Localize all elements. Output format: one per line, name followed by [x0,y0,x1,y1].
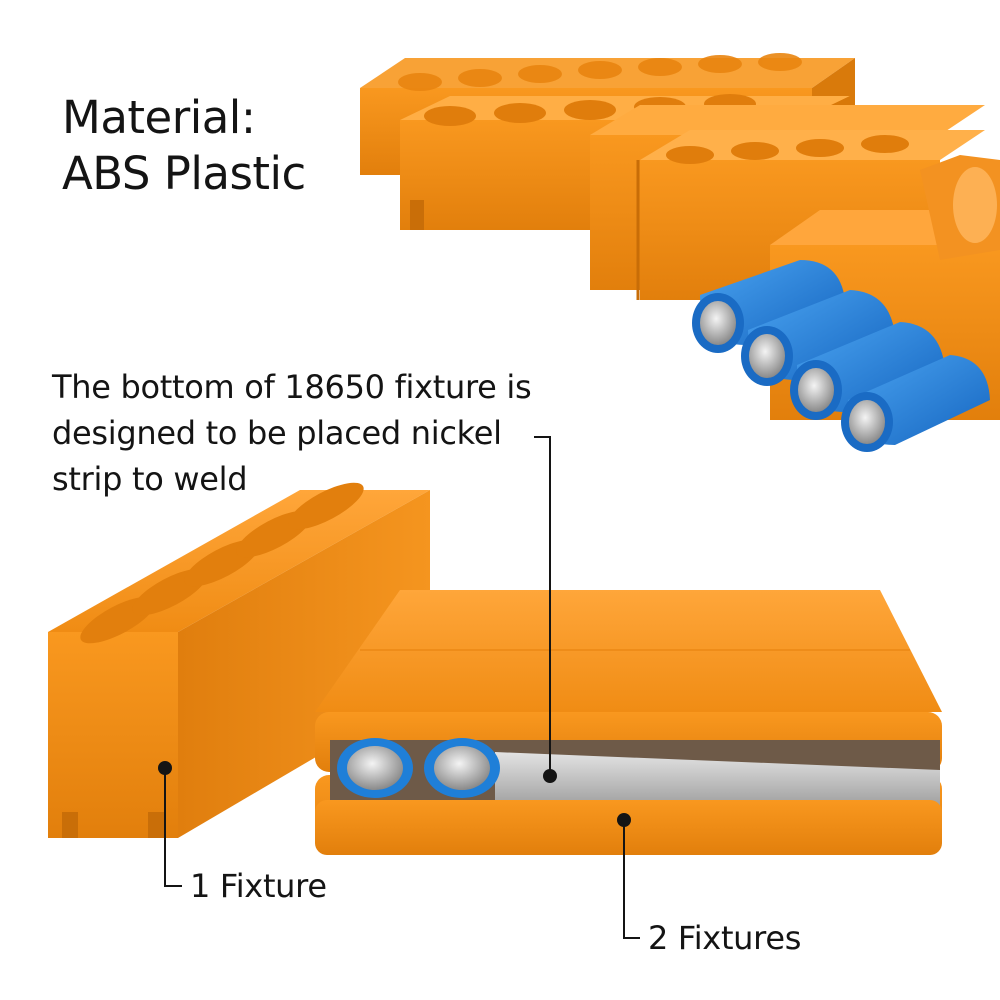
battery-cell-icon [841,355,990,452]
note-line-1: The bottom of 18650 fixture is [52,368,532,406]
callout-leader-line [623,820,640,939]
battery-cell-icon [692,260,845,353]
headline-line-1: Material: [62,91,256,144]
battery-cell-icon [741,290,895,386]
battery-cell-icon [790,322,945,420]
callout-leader-line [164,768,182,887]
note-line-3: strip to weld [52,460,248,498]
callout-dot-icon [158,761,172,775]
callout-two-fixtures: 2 Fixtures [648,919,802,957]
callout-leaders [164,436,640,939]
callout-dot-icon [617,813,631,827]
single-fixture [48,482,430,838]
battery-cell-icon [337,738,413,798]
battery-cell-icon [424,738,500,798]
callout-dots [158,761,631,827]
battery-cells-top [692,260,990,452]
callout-single-fixture: 1 Fixture [190,867,327,905]
fixture-note: The bottom of 18650 fixture is designed … [52,364,532,502]
callout-dot-icon [543,769,557,783]
headline-line-2: ABS Plastic [62,147,306,200]
callout-leader-line [534,436,551,776]
headline-material: Material: ABS Plastic [62,90,306,202]
note-line-2: designed to be placed nickel [52,414,502,452]
